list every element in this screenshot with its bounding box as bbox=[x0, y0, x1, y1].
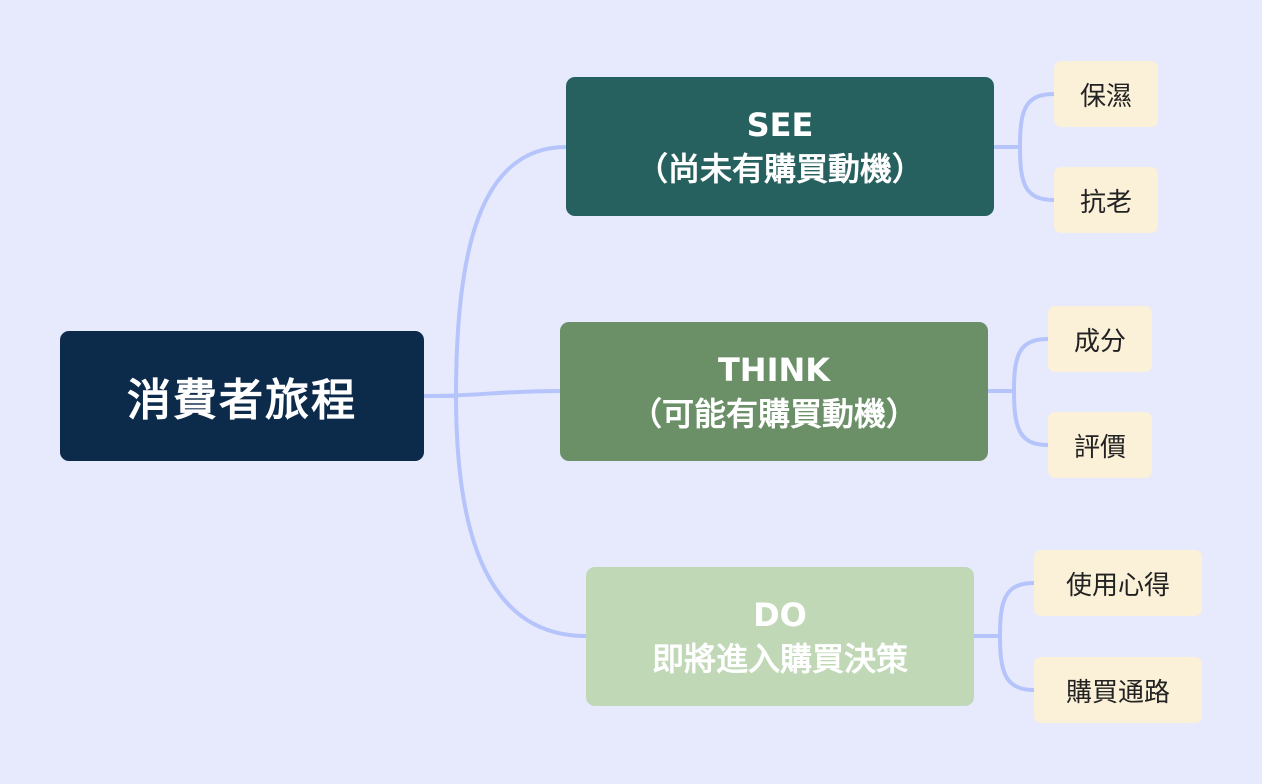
root-label: 消費者旅程 bbox=[127, 375, 357, 426]
link-root-see bbox=[422, 145, 568, 398]
leaf-label: 使用心得 bbox=[1065, 570, 1170, 601]
link-root-do bbox=[422, 394, 588, 638]
branch-do[interactable]: DO 即將進入購買決策 bbox=[586, 567, 974, 706]
link-see-children bbox=[992, 92, 1056, 202]
branch-subtitle: （尚未有購買動機） bbox=[635, 149, 924, 188]
leaf-label: 評價 bbox=[1073, 432, 1126, 463]
leaf-label: 成分 bbox=[1073, 326, 1126, 357]
leaf-node[interactable]: 評價 bbox=[1048, 412, 1152, 478]
link-think-children bbox=[986, 337, 1050, 447]
link-do-children bbox=[972, 581, 1036, 692]
branch-think[interactable]: THINK （可能有購買動機） bbox=[560, 322, 988, 461]
leaf-label: 保濕 bbox=[1079, 81, 1132, 112]
leaf-node[interactable]: 購買通路 bbox=[1034, 657, 1202, 723]
branch-subtitle: 即將進入購買決策 bbox=[651, 639, 908, 678]
leaf-node[interactable]: 保濕 bbox=[1054, 61, 1158, 127]
branch-title: SEE bbox=[746, 105, 814, 144]
root-node[interactable]: 消費者旅程 bbox=[60, 331, 424, 461]
leaf-label: 抗老 bbox=[1079, 187, 1132, 218]
branch-title: DO bbox=[753, 595, 807, 634]
leaf-node[interactable]: 抗老 bbox=[1054, 167, 1158, 233]
leaf-label: 購買通路 bbox=[1065, 677, 1170, 708]
branch-see[interactable]: SEE （尚未有購買動機） bbox=[566, 77, 994, 216]
leaf-node[interactable]: 成分 bbox=[1048, 306, 1152, 372]
branch-subtitle: （可能有購買動機） bbox=[629, 394, 918, 433]
leaf-node[interactable]: 使用心得 bbox=[1034, 550, 1202, 616]
branch-title: THINK bbox=[717, 350, 831, 389]
